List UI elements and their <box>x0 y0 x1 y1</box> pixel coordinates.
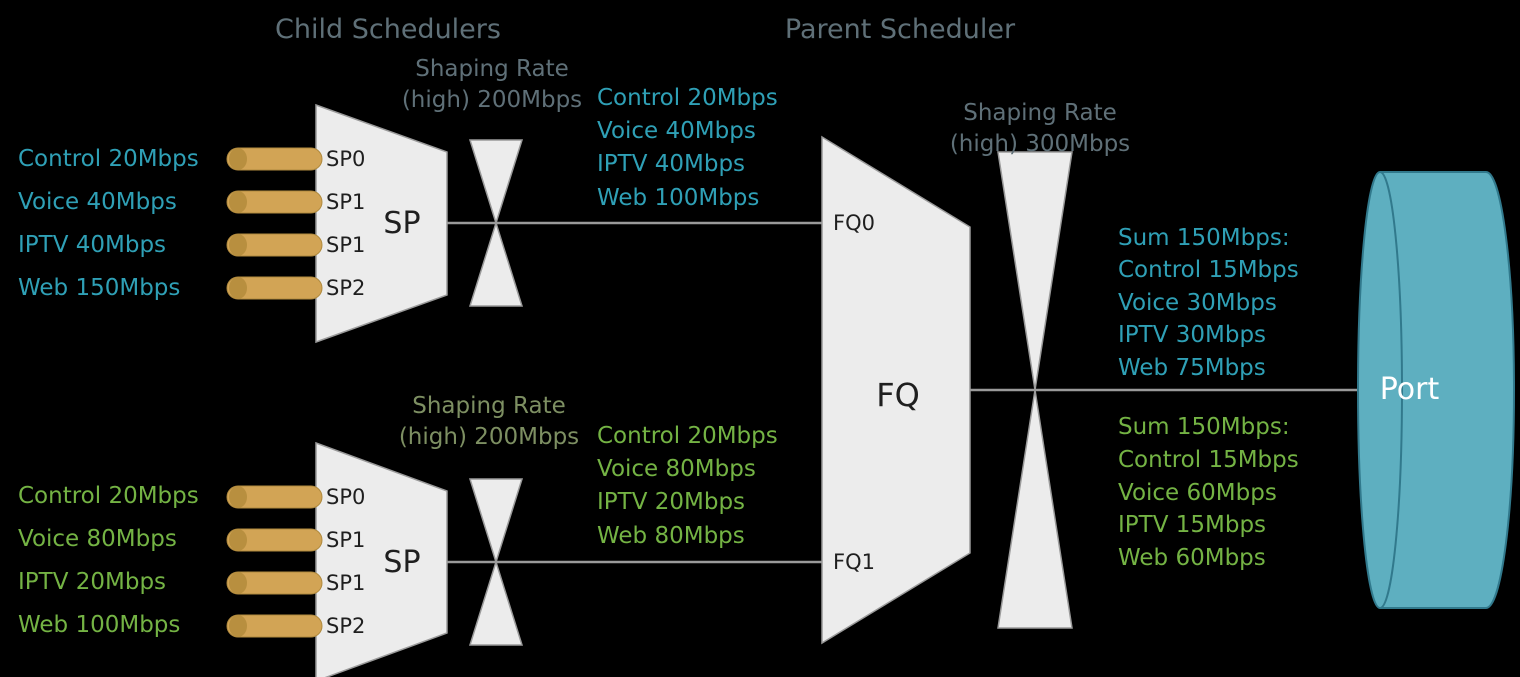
port-cylinder <box>1357 171 1515 609</box>
shaping-rate-bottom-line2: (high) 200Mbps <box>398 424 580 450</box>
queue-bar-cap <box>229 191 247 213</box>
shaper-parent-icon <box>997 151 1073 629</box>
queue-label: SP1 <box>326 190 366 214</box>
input-label: IPTV 20Mbps <box>18 569 167 595</box>
input-label: Voice 40Mbps <box>18 189 177 215</box>
shaper-bottom-icon <box>468 478 524 646</box>
queue-bar-cap <box>229 572 247 594</box>
port-cylinder-cap <box>1379 171 1403 609</box>
queue-bar <box>226 233 323 257</box>
queue-bar <box>226 571 323 595</box>
sp-top-scheduler-shape <box>315 103 448 344</box>
shaping-rate-top-line1: Shaping Rate <box>415 56 569 82</box>
input-label: Web 100Mbps <box>18 612 181 638</box>
output-label: IPTV 40Mbps <box>597 151 746 177</box>
parent-scheduler-title: Parent Scheduler <box>784 14 1016 45</box>
output-label: Web 80Mbps <box>597 523 745 549</box>
output-label: Control 20Mbps <box>597 423 778 449</box>
sp-top-label: SP <box>383 206 421 241</box>
sum-label: Sum 150Mbps: <box>1118 225 1290 251</box>
fq1-label: FQ1 <box>833 550 875 574</box>
fq-scheduler-shape <box>821 135 971 645</box>
fq-label: FQ <box>876 376 920 414</box>
queue-label: SP0 <box>326 485 366 509</box>
queue-bar <box>226 528 323 552</box>
shaping-rate-bottom-line1: Shaping Rate <box>412 393 566 419</box>
output-label: Control 20Mbps <box>597 85 778 111</box>
input-label: Control 20Mbps <box>18 146 199 172</box>
input-label: IPTV 40Mbps <box>18 232 167 258</box>
child-schedulers-title: Child Schedulers <box>275 14 501 45</box>
queue-label: SP2 <box>326 276 366 300</box>
queue-bar-cap <box>229 529 247 551</box>
queue-bar-cap <box>229 615 247 637</box>
queue-label: SP0 <box>326 147 366 171</box>
shaping-rate-parent-line1: Shaping Rate <box>963 100 1117 126</box>
output-label: IPTV 20Mbps <box>597 489 746 515</box>
output-label: Voice 40Mbps <box>597 118 756 144</box>
output-label: Voice 80Mbps <box>597 456 756 482</box>
queue-bar-cap <box>229 148 247 170</box>
sum-label: Sum 150Mbps: <box>1118 414 1290 440</box>
queue-label: SP1 <box>326 233 366 257</box>
input-label: Control 20Mbps <box>18 483 199 509</box>
output-label: IPTV 15Mbps <box>1118 512 1267 538</box>
queue-bar-cap <box>229 486 247 508</box>
queue-bar <box>226 485 323 509</box>
output-label: Control 15Mbps <box>1118 447 1299 473</box>
fq0-label: FQ0 <box>833 211 875 235</box>
queue-bar <box>226 276 323 300</box>
output-label: Web 60Mbps <box>1118 545 1266 571</box>
output-label: Voice 30Mbps <box>1118 290 1277 316</box>
sp-bottom-label: SP <box>383 545 421 580</box>
queue-bar <box>226 147 323 171</box>
output-label: Web 100Mbps <box>597 185 760 211</box>
queue-label: SP1 <box>326 528 366 552</box>
input-label: Voice 80Mbps <box>18 526 177 552</box>
sp-bottom-scheduler-shape <box>315 441 448 677</box>
queue-bar <box>226 614 323 638</box>
shaper-top-icon <box>468 139 524 307</box>
queue-label: SP2 <box>326 614 366 638</box>
queue-bar <box>226 190 323 214</box>
queue-bar-cap <box>229 277 247 299</box>
port-label: Port <box>1379 372 1440 407</box>
shaping-rate-top-line2: (high) 200Mbps <box>401 87 583 113</box>
output-label: Web 75Mbps <box>1118 355 1266 381</box>
queue-bar-cap <box>229 234 247 256</box>
input-label: Web 150Mbps <box>18 275 181 301</box>
output-label: Voice 60Mbps <box>1118 480 1277 506</box>
shaping-rate-parent-line2: (high) 300Mbps <box>949 131 1131 157</box>
output-label: IPTV 30Mbps <box>1118 322 1267 348</box>
output-label: Control 15Mbps <box>1118 257 1299 283</box>
queue-label: SP1 <box>326 571 366 595</box>
